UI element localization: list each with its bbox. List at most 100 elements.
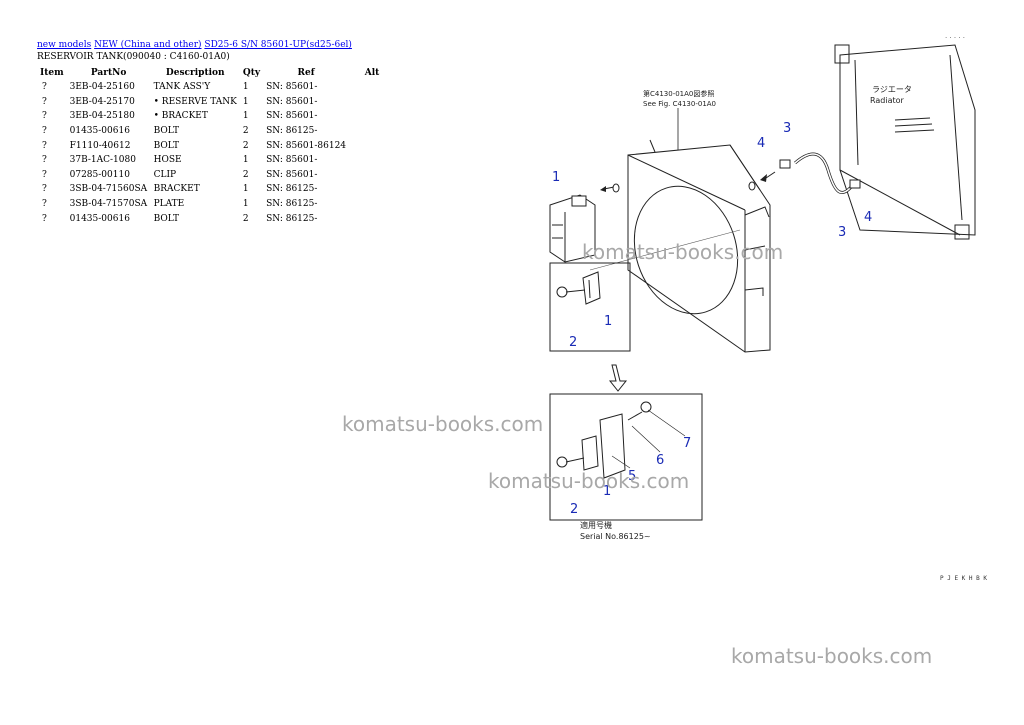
callout-number: 3 xyxy=(838,225,846,240)
watermark: komatsu-books.com xyxy=(582,240,784,264)
cell-item: ? xyxy=(42,169,47,180)
cell-qty: 1 xyxy=(242,82,249,93)
cell-item: ? xyxy=(42,82,47,93)
cell-desc: PLATE xyxy=(153,199,185,210)
callout-number: 4 xyxy=(864,210,872,225)
callout-number: 1 xyxy=(604,314,612,329)
detail-arrow xyxy=(608,364,628,392)
bracket-detail-lower xyxy=(556,401,652,479)
cell-qty: 1 xyxy=(242,155,249,166)
cell-desc: BOLT xyxy=(153,126,180,137)
radiator-drawing xyxy=(834,44,976,240)
cell-item: ? xyxy=(42,111,47,122)
radiator-label-jp: ラジエータ xyxy=(872,85,912,94)
reference-note: See Fig. C4130-01A0 xyxy=(643,100,716,108)
cell-ref: SN: 85601-86124 xyxy=(266,140,347,151)
cell-item: ? xyxy=(42,213,47,224)
fan-shroud-drawing xyxy=(627,139,771,353)
cell-qty: 1 xyxy=(242,184,249,195)
watermark: komatsu-books.com xyxy=(342,412,544,436)
parts-table: Item PartNo Description Qty Ref Alt ? 3EB… xyxy=(37,66,395,226)
cell-qty: 2 xyxy=(242,126,249,137)
cell-item: ? xyxy=(42,155,47,166)
cell-part: 3EB-04-25180 xyxy=(69,111,135,122)
cell-desc: BOLT xyxy=(153,213,180,224)
cell-ref: SN: 86125- xyxy=(266,199,318,210)
cell-ref: SN: 85601- xyxy=(266,82,318,93)
radiator-label: Radiator xyxy=(870,96,905,105)
breadcrumb: new models NEW (China and other) SD25-6 … xyxy=(37,40,352,50)
cell-ref: SN: 86125- xyxy=(266,184,318,195)
table-row: ? 3SB-04-71570SA PLATE 1 SN: 86125- xyxy=(37,197,395,212)
callout-number: 3 xyxy=(783,121,791,136)
table-row: ? F1110-40612 BOLT 2 SN: 85601-86124 xyxy=(37,138,395,153)
cell-alt xyxy=(349,109,395,124)
breadcrumb-link-model[interactable]: SD25-6 S/N 85601-UP(sd25-6el) xyxy=(204,40,352,50)
cell-qty: 2 xyxy=(242,169,249,180)
table-row: ? 3EB-04-25160 TANK ASS'Y 1 SN: 85601- xyxy=(37,80,395,95)
cell-item: ? xyxy=(42,126,47,137)
table-row: ? 07285-00110 CLIP 2 SN: 85601- xyxy=(37,168,395,183)
cell-desc: TANK ASS'Y xyxy=(153,82,211,93)
cell-desc: BOLT xyxy=(153,140,180,151)
callout-number: 1 xyxy=(552,170,560,185)
table-header-row: Item PartNo Description Qty Ref Alt xyxy=(37,66,395,80)
cell-qty: 1 xyxy=(242,96,249,107)
cell-ref: SN: 86125- xyxy=(266,213,318,224)
bracket-detail-upper xyxy=(556,271,601,305)
breadcrumb-link-new-china[interactable]: NEW (China and other) xyxy=(94,40,202,50)
cell-qty: 2 xyxy=(242,140,249,151)
cell-part: 3EB-04-25170 xyxy=(69,96,135,107)
page-title: RESERVOIR TANK(090040 : C4160-01A0) xyxy=(37,52,230,62)
cell-part: 3SB-04-71570SA xyxy=(69,199,148,210)
reserve-tank-drawing xyxy=(549,194,596,263)
cell-ref: SN: 85601- xyxy=(266,169,318,180)
breadcrumb-link-new-models[interactable]: new models xyxy=(37,40,92,50)
serial-note-jp: 適用号機 xyxy=(580,520,612,530)
callout-number: 6 xyxy=(656,453,664,468)
serial-note: Serial No.86125~ xyxy=(580,532,651,541)
cell-qty: 1 xyxy=(242,199,249,210)
cell-ref: SN: 85601- xyxy=(266,155,318,166)
parts-diagram: · · · · · P J E K H B K 第C4130-01A0図参照 S… xyxy=(549,34,987,582)
cell-part: 3EB-04-25160 xyxy=(69,82,135,93)
top-code: · · · · · xyxy=(945,34,965,42)
callout-number: 7 xyxy=(683,436,691,451)
callout-number: 2 xyxy=(570,502,578,517)
cell-item: ? xyxy=(42,96,47,107)
corner-code: P J E K H B K xyxy=(940,575,987,582)
cell-part: 01435-00616 xyxy=(69,213,130,224)
detail-box-upper xyxy=(549,262,631,352)
header-item: Item xyxy=(40,68,64,78)
cell-alt xyxy=(349,138,395,153)
cell-desc: CLIP xyxy=(153,169,177,180)
cell-alt xyxy=(349,153,395,168)
clip-drawing xyxy=(779,159,791,169)
cell-desc: • BRACKET xyxy=(153,111,208,122)
cell-item: ? xyxy=(42,140,47,151)
cell-qty: 1 xyxy=(242,111,249,122)
header-description: Description xyxy=(165,68,225,78)
cell-item: ? xyxy=(42,184,47,195)
cell-part: F1110-40612 xyxy=(69,140,131,151)
cell-desc: • RESERVE TANK xyxy=(153,96,237,107)
cell-alt xyxy=(349,124,395,139)
header-ref: Ref xyxy=(297,68,315,78)
reference-note-jp: 第C4130-01A0図参照 xyxy=(643,89,714,98)
cell-alt xyxy=(349,182,395,197)
watermark: komatsu-books.com xyxy=(488,469,690,493)
callout-number: 1 xyxy=(603,484,611,499)
cell-part: 3SB-04-71560SA xyxy=(69,184,148,195)
clip-drawing xyxy=(849,179,861,189)
cell-item: ? xyxy=(42,199,47,210)
cell-part: 37B-1AC-1080 xyxy=(69,155,136,166)
cell-desc: HOSE xyxy=(153,155,182,166)
header-partno: PartNo xyxy=(90,68,127,78)
cell-part: 07285-00110 xyxy=(69,169,130,180)
